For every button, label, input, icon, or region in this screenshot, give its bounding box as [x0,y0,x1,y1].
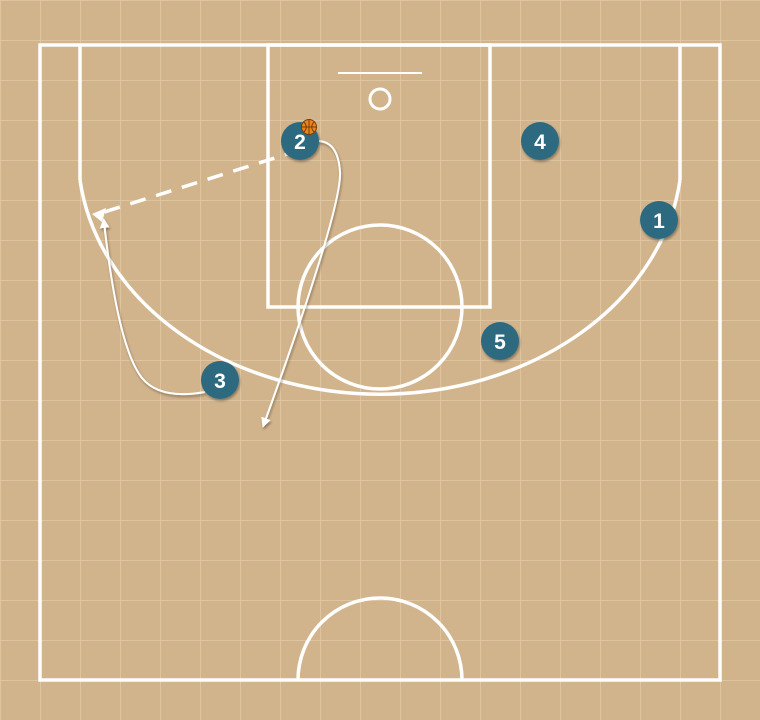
play-actions [92,139,342,428]
player-1[interactable]: 1 [640,201,678,239]
three-point-arc [78,179,682,396]
player-4[interactable]: 4 [521,122,559,160]
center-circle [296,596,464,681]
hoop [368,87,392,111]
basketball-icon [301,119,317,135]
free-throw-circle [296,223,464,391]
player-3[interactable]: 3 [201,361,239,399]
player-marker [481,322,519,360]
cut-path-player-2 [261,139,342,428]
player-marker [521,122,559,160]
paint-lane [266,43,492,309]
pass-line [97,148,301,216]
player-number: 3 [214,370,226,393]
court-lines [38,43,722,682]
cut-path-player-3 [99,218,206,396]
player-5[interactable]: 5 [481,322,519,360]
player-marker [201,361,239,399]
player-number: 5 [494,331,506,354]
player-number: 4 [534,131,546,154]
player-marker [640,201,678,239]
player-number: 2 [294,131,306,154]
player-number: 1 [653,210,665,233]
